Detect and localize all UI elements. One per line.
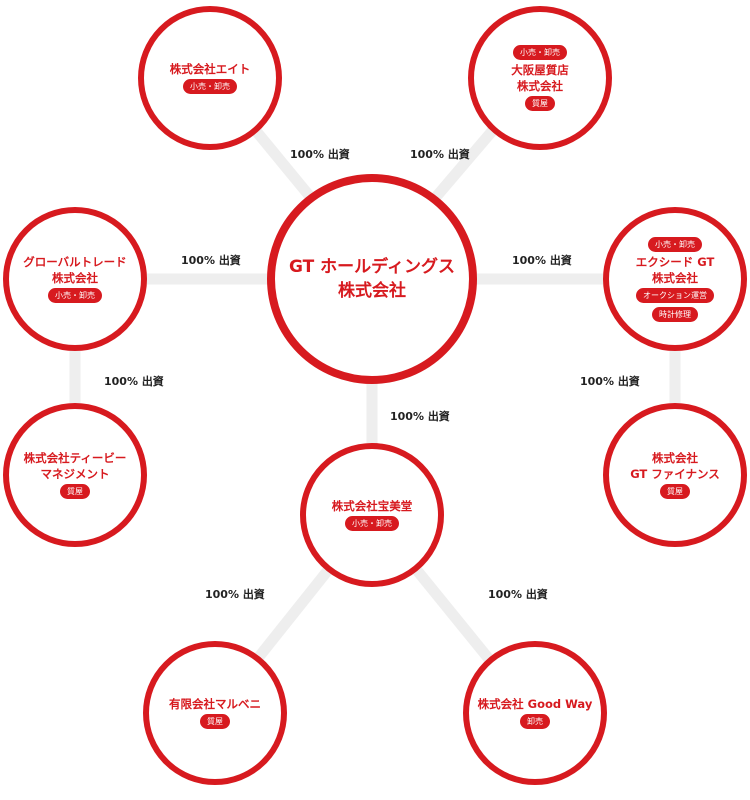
- label-holding-eight: 100% 出資: [290, 148, 350, 161]
- node-name: 株式会社宝美堂: [331, 498, 413, 513]
- node-name: エクシード GT 株式会社: [635, 254, 715, 285]
- badge: 小売・卸売: [183, 78, 237, 94]
- label-holding-global: 100% 出資: [181, 254, 241, 267]
- node-tv-management: 株式会社ティービー マネジメント 質屋: [3, 403, 147, 547]
- node-name: 株式会社 GT ファイナンス: [630, 450, 720, 481]
- badge: 小売・卸売: [513, 45, 567, 60]
- badge: 時計修理: [652, 306, 698, 322]
- badge: 卸売: [520, 713, 550, 729]
- node-eight: 株式会社エイト 小売・卸売: [138, 6, 282, 150]
- node-gt-finance: 株式会社 GT ファイナンス 質屋: [603, 403, 747, 547]
- badge: オークション運営: [636, 287, 714, 303]
- label-holding-hobi: 100% 出資: [390, 410, 450, 423]
- node-osakaya: 小売・卸売 大阪屋質店 株式会社 質屋: [468, 6, 612, 150]
- label-hobi-goodway: 100% 出資: [488, 588, 548, 601]
- node-global-trade: グローバルトレード 株式会社 小売・卸売: [3, 207, 147, 351]
- node-name: 有限会社マルベニ: [169, 696, 261, 711]
- node-name: 株式会社エイト: [169, 61, 251, 76]
- node-name: 株式会社ティービー マネジメント: [23, 450, 127, 481]
- label-exceed-finance: 100% 出資: [580, 375, 640, 388]
- badge: 質屋: [660, 483, 690, 499]
- node-gt-holdings: GT ホールディングス 株式会社: [267, 174, 477, 384]
- badge: 小売・卸売: [345, 515, 399, 531]
- label-global-tv: 100% 出資: [104, 375, 164, 388]
- badge: 質屋: [200, 713, 230, 729]
- node-name: 株式会社 Good Way: [477, 696, 593, 711]
- node-name: GT ホールディングス 株式会社: [289, 257, 455, 301]
- badge: 小売・卸売: [48, 287, 102, 303]
- node-name: グローバルトレード 株式会社: [23, 254, 127, 285]
- label-holding-osakaya: 100% 出資: [410, 148, 470, 161]
- node-good-way: 株式会社 Good Way 卸売: [463, 641, 607, 785]
- label-holding-exceed: 100% 出資: [512, 254, 572, 267]
- node-name: 大阪屋質店 株式会社: [511, 63, 569, 93]
- badge: 小売・卸売: [648, 236, 702, 252]
- label-hobi-maruveni: 100% 出資: [205, 588, 265, 601]
- node-maruveni: 有限会社マルベニ 質屋: [143, 641, 287, 785]
- node-exceed-gt: 小売・卸売 エクシード GT 株式会社 オークション運営 時計修理: [603, 207, 747, 351]
- badge: 質屋: [525, 96, 555, 111]
- node-hobido: 株式会社宝美堂 小売・卸売: [300, 443, 444, 587]
- badge: 質屋: [60, 483, 90, 499]
